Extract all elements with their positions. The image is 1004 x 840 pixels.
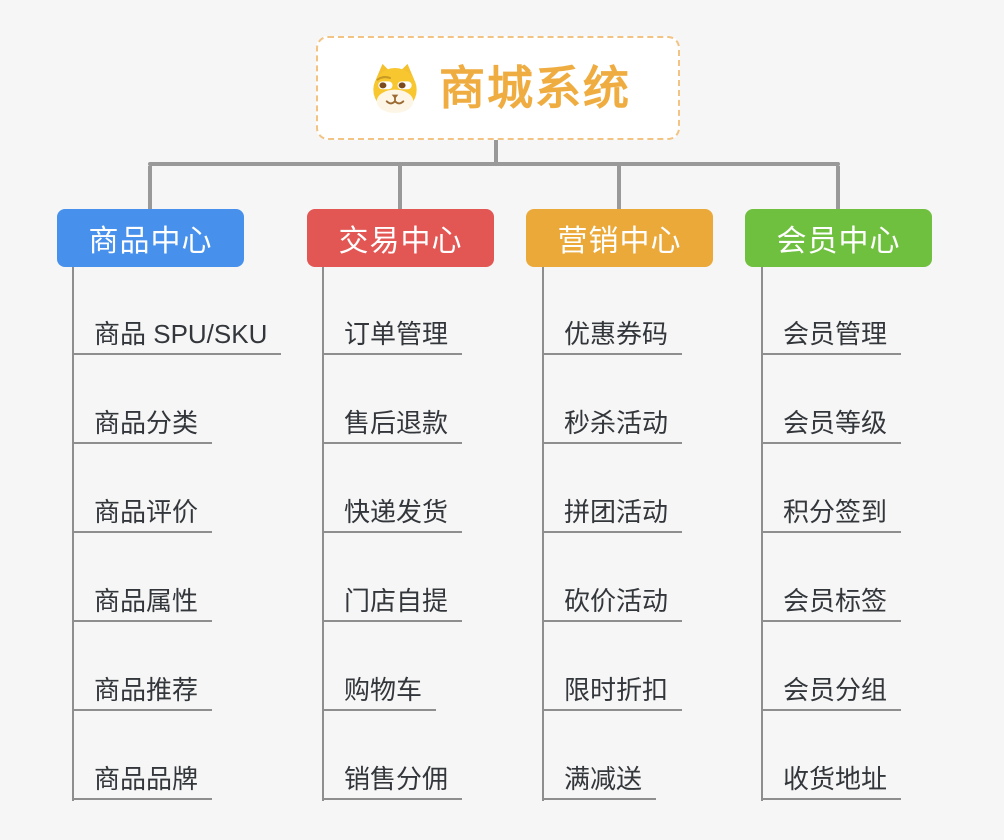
mindmap-item[interactable]: 优惠券码: [542, 319, 683, 355]
mindmap-item[interactable]: 会员分组: [761, 675, 902, 711]
mindmap-item[interactable]: 会员等级: [761, 408, 902, 444]
mindmap-item[interactable]: 购物车: [322, 675, 437, 711]
mindmap-item[interactable]: 秒杀活动: [542, 408, 683, 444]
mindmap-item[interactable]: 会员标签: [761, 586, 902, 622]
branch-line-products: [72, 267, 74, 801]
branch-node-products[interactable]: 商品中心: [57, 209, 244, 267]
mindmap-item[interactable]: 商品推荐: [72, 675, 213, 711]
connector-horizontal-bar: [148, 162, 840, 166]
branch-node-marketing[interactable]: 营销中心: [526, 209, 713, 267]
mindmap-item[interactable]: 会员管理: [761, 319, 902, 355]
mindmap-item[interactable]: 商品评价: [72, 497, 213, 533]
mindmap-item[interactable]: 拼团活动: [542, 497, 683, 533]
mindmap-item[interactable]: 门店自提: [322, 586, 463, 622]
dog-face-icon: [365, 60, 425, 116]
branch-node-trade[interactable]: 交易中心: [307, 209, 494, 267]
branch-items-products: 商品 SPU/SKU 商品分类 商品评价 商品属性 商品推荐 商品品牌: [72, 266, 282, 800]
connector-root-stub: [494, 140, 498, 164]
connector-drop-marketing: [617, 166, 621, 209]
mindmap-item[interactable]: 收货地址: [761, 764, 902, 800]
root-title: 商城系统: [439, 62, 631, 114]
mindmap-item[interactable]: 商品品牌: [72, 764, 213, 800]
mindmap-item[interactable]: 砍价活动: [542, 586, 683, 622]
branch-node-members[interactable]: 会员中心: [745, 209, 932, 267]
connector-drop-trade: [398, 166, 402, 209]
mindmap-item[interactable]: 积分签到: [761, 497, 902, 533]
mindmap-item[interactable]: 商品分类: [72, 408, 213, 444]
branch-items-marketing: 优惠券码 秒杀活动 拼团活动 砍价活动 限时折扣 满减送: [542, 266, 683, 800]
mindmap-item[interactable]: 售后退款: [322, 408, 463, 444]
mindmap-item[interactable]: 满减送: [542, 764, 657, 800]
root-node[interactable]: 商城系统: [316, 36, 680, 140]
mindmap-item[interactable]: 销售分佣: [322, 764, 463, 800]
mindmap-item[interactable]: 订单管理: [322, 319, 463, 355]
mindmap-item[interactable]: 快递发货: [322, 497, 463, 533]
branch-line-marketing: [542, 267, 544, 801]
branch-line-trade: [322, 267, 324, 801]
branch-items-trade: 订单管理 售后退款 快递发货 门店自提 购物车 销售分佣: [322, 266, 463, 800]
connector-drop-products: [148, 166, 152, 209]
branch-items-members: 会员管理 会员等级 积分签到 会员标签 会员分组 收货地址: [761, 266, 902, 800]
branch-line-members: [761, 267, 763, 801]
mindmap-item[interactable]: 商品属性: [72, 586, 213, 622]
mindmap-item[interactable]: 限时折扣: [542, 675, 683, 711]
connector-drop-members: [836, 166, 840, 209]
mindmap-item[interactable]: 商品 SPU/SKU: [72, 319, 282, 355]
